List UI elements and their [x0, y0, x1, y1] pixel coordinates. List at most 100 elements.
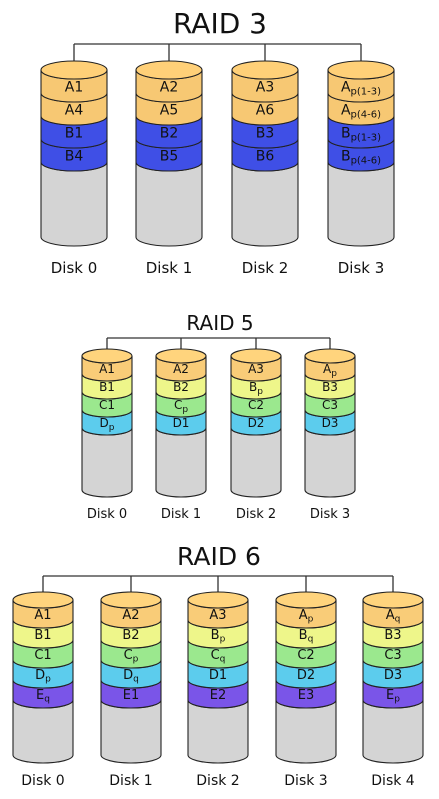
- block-label: B4: [65, 148, 84, 164]
- block-label: Ap(1-3): [341, 79, 381, 97]
- disk-label: Disk 1: [109, 773, 152, 789]
- disk-top-cap: [12, 591, 74, 609]
- block-label: E1: [123, 688, 140, 703]
- disk-label: Disk 3: [338, 259, 385, 277]
- block-label: A1: [99, 362, 115, 376]
- block-label: A5: [160, 102, 178, 118]
- disk-label: Disk 2: [236, 507, 276, 522]
- disk-label: Disk 0: [21, 773, 64, 789]
- block-label: A2: [160, 79, 178, 95]
- block-label: B3: [384, 628, 401, 643]
- block-label: A3: [248, 362, 264, 376]
- block-label: B1: [34, 628, 51, 643]
- block-label: A6: [256, 102, 275, 118]
- block-label: A2: [122, 608, 139, 623]
- block-label: B1: [99, 380, 115, 394]
- block-label: Bp: [211, 628, 226, 645]
- block-label: B5: [160, 148, 179, 164]
- disk-label: Disk 2: [196, 773, 239, 789]
- empty-space: [12, 699, 74, 764]
- empty-space: [275, 699, 337, 764]
- empty-space: [100, 699, 162, 764]
- block-label: Dp: [100, 416, 115, 433]
- block-label: Bp: [249, 380, 263, 397]
- disk-label: Disk 3: [284, 773, 327, 789]
- block-label: A4: [65, 102, 84, 118]
- block-label: Dp: [35, 668, 51, 685]
- block-label: Cq: [211, 648, 226, 665]
- disk-label: Disk 1: [161, 507, 201, 522]
- raid6-title: RAID 6: [177, 542, 261, 571]
- block-label: A1: [34, 608, 51, 623]
- raid3-title: RAID 3: [173, 7, 267, 40]
- disk-cylinder: Ap(1-3)Ap(4-6)Bp(1-3)Bp(4-6): [327, 60, 395, 247]
- block-label: B2: [160, 125, 179, 141]
- block-label: A3: [256, 79, 274, 95]
- disk-top-cap: [155, 348, 207, 364]
- empty-space: [40, 161, 108, 247]
- block-label: B3: [322, 380, 338, 394]
- block-label: D1: [173, 416, 190, 430]
- disk-label: Disk 4: [371, 773, 415, 789]
- block-label: C1: [34, 648, 51, 663]
- disk-label: Disk 0: [51, 259, 98, 277]
- block-label: B2: [122, 628, 139, 643]
- block-label: Ap: [323, 362, 337, 379]
- block-label: Ap(4-6): [341, 102, 381, 120]
- empty-space: [81, 427, 133, 498]
- disk-top-cap: [135, 60, 203, 80]
- block-label: A3: [209, 608, 226, 623]
- empty-space: [327, 161, 395, 247]
- block-label: C2: [297, 648, 314, 663]
- block-label: B2: [173, 380, 189, 394]
- block-label: D3: [384, 668, 402, 683]
- block-label: Bp(4-6): [341, 148, 381, 166]
- block-label: E3: [298, 688, 315, 703]
- block-label: D2: [248, 416, 265, 430]
- disk-label: Disk 2: [242, 259, 289, 277]
- block-label: B1: [65, 125, 84, 141]
- block-label: C2: [248, 398, 264, 412]
- empty-space: [187, 699, 249, 764]
- disk-top-cap: [230, 348, 282, 364]
- block-label: A2: [173, 362, 189, 376]
- block-label: D2: [297, 668, 315, 683]
- disk-top-cap: [40, 60, 108, 80]
- disk-label: Disk 3: [310, 507, 350, 522]
- disk-label: Disk 0: [87, 507, 127, 522]
- empty-space: [230, 427, 282, 498]
- block-label: E2: [210, 688, 227, 703]
- empty-space: [231, 161, 299, 247]
- disk-label: Disk 1: [146, 259, 193, 277]
- disk-top-cap: [304, 348, 356, 364]
- empty-space: [135, 161, 203, 247]
- block-label: C1: [99, 398, 115, 412]
- disk-top-cap: [231, 60, 299, 80]
- block-label: Ep: [386, 688, 400, 705]
- disk-top-cap: [275, 591, 337, 609]
- block-label: Cp: [124, 648, 139, 665]
- empty-space: [155, 427, 207, 498]
- block-label: C3: [322, 398, 338, 412]
- block-label: B6: [256, 148, 275, 164]
- block-label: C3: [384, 648, 401, 663]
- block-label: Cp: [174, 398, 188, 415]
- block-label: D3: [322, 416, 339, 430]
- block-label: Bq: [299, 628, 314, 645]
- block-label: Ap: [299, 608, 314, 625]
- empty-space: [362, 699, 424, 764]
- raid5-title: RAID 5: [186, 311, 253, 335]
- block-label: B3: [256, 125, 275, 141]
- empty-space: [304, 427, 356, 498]
